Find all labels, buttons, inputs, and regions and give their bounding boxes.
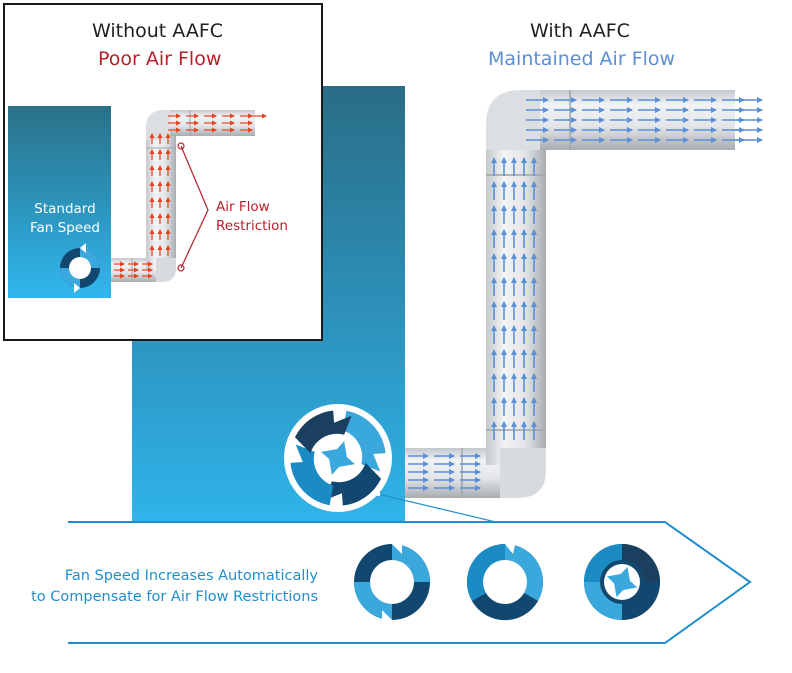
- with-subtitle: Maintained Air Flow: [488, 48, 676, 70]
- fan-icon-slow: [354, 534, 430, 630]
- without-title: Without AAFC: [92, 20, 224, 42]
- inset-without-aafc: [3, 3, 323, 341]
- red-flow-arrows: [114, 113, 267, 279]
- with-title: With AAFC: [530, 20, 630, 42]
- standard-fan-label: Standard Fan Speed: [30, 201, 100, 236]
- fan-icon-fast: [584, 544, 660, 620]
- duct-with-aafc: [405, 90, 735, 498]
- restriction-label: Air Flow Restriction: [216, 199, 288, 234]
- fan-icon-medium: [466, 536, 544, 621]
- without-subtitle: Poor Air Flow: [98, 48, 222, 70]
- fan-icon-large: [284, 404, 392, 512]
- fan-icon-small: [60, 243, 100, 293]
- blue-flow-arrows: [408, 97, 763, 491]
- caption: Fan Speed Increases Automatically to Com…: [31, 568, 318, 605]
